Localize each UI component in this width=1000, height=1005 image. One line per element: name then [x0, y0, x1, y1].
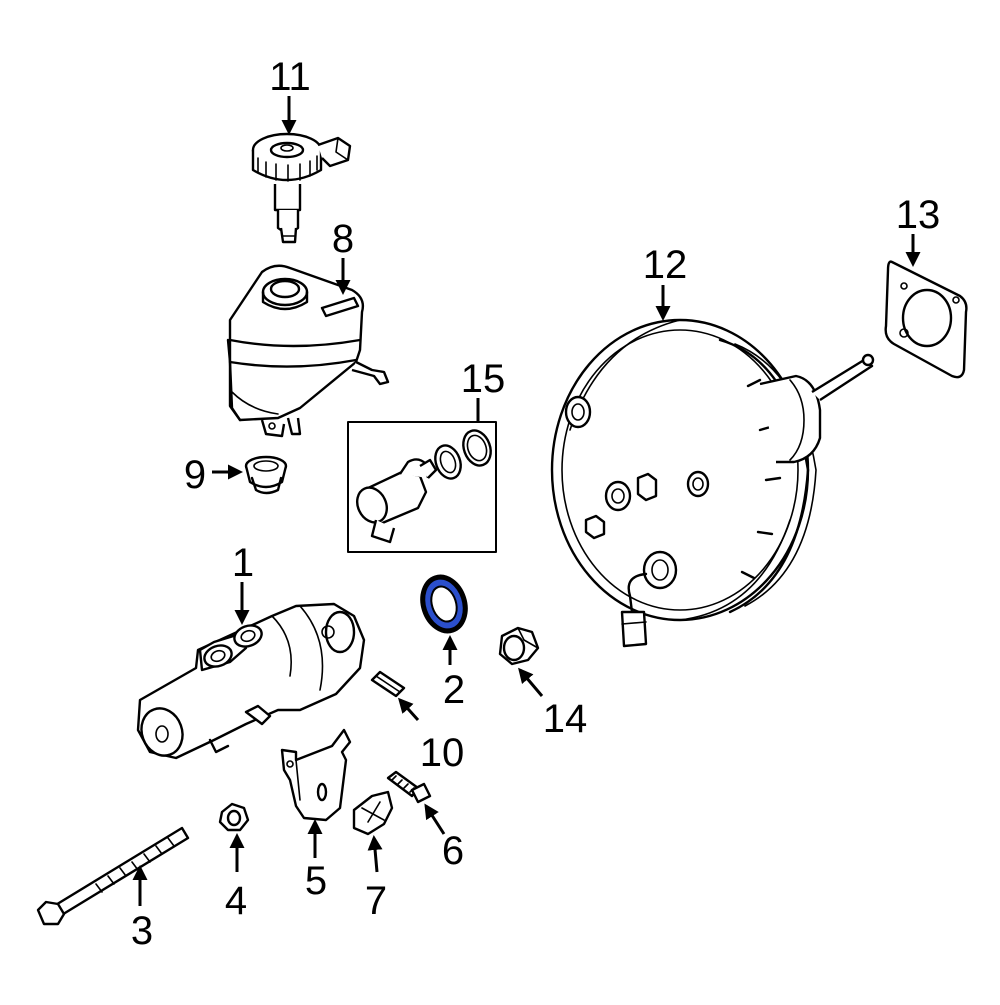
- callout-8[interactable]: 8: [332, 217, 354, 261]
- part-6-bolt[interactable]: [386, 770, 432, 804]
- part-2-seal-highlighted[interactable]: [414, 570, 474, 639]
- part-1-master-cylinder[interactable]: [135, 602, 366, 761]
- callout-15[interactable]: 15: [461, 357, 506, 401]
- part-14-nut[interactable]: [498, 626, 540, 666]
- part-3-long-bolt[interactable]: [36, 826, 190, 926]
- callout-11[interactable]: 11: [269, 55, 311, 99]
- arrow-10: [397, 697, 420, 722]
- callout-2[interactable]: 2: [443, 668, 465, 712]
- callout-13[interactable]: 13: [896, 193, 941, 237]
- part-12-brake-booster[interactable]: [550, 318, 875, 648]
- part-8-fluid-reservoir[interactable]: [226, 264, 390, 438]
- callout-4[interactable]: 4: [225, 879, 247, 923]
- part-9-grommet[interactable]: [244, 455, 288, 495]
- callout-labels: 11 8 9 15 12 13 1 2 14 10 5 6 7 4 3: [131, 55, 940, 953]
- callout-9[interactable]: 9: [184, 453, 206, 497]
- callout-6[interactable]: 6: [442, 829, 464, 873]
- arrow-6: [424, 803, 446, 835]
- part-15-sensor-kit[interactable]: [347, 421, 497, 553]
- arrow-14: [518, 667, 544, 697]
- callout-10[interactable]: 10: [420, 731, 465, 775]
- part-4-nut[interactable]: [218, 802, 250, 832]
- part-7-clip[interactable]: [352, 790, 394, 836]
- callout-1[interactable]: 1: [232, 541, 254, 585]
- callout-12[interactable]: 12: [643, 243, 688, 287]
- part-13-gasket[interactable]: [884, 260, 968, 379]
- callout-arrows: [132, 96, 921, 906]
- part-11-reservoir-cap[interactable]: [251, 132, 352, 244]
- part-10-pin[interactable]: [370, 670, 406, 698]
- callout-3[interactable]: 3: [131, 909, 153, 953]
- callout-5[interactable]: 5: [305, 859, 327, 903]
- callout-14[interactable]: 14: [543, 697, 588, 741]
- arrow-7: [367, 835, 383, 873]
- part-5-bracket[interactable]: [280, 728, 352, 822]
- callout-7[interactable]: 7: [365, 879, 387, 923]
